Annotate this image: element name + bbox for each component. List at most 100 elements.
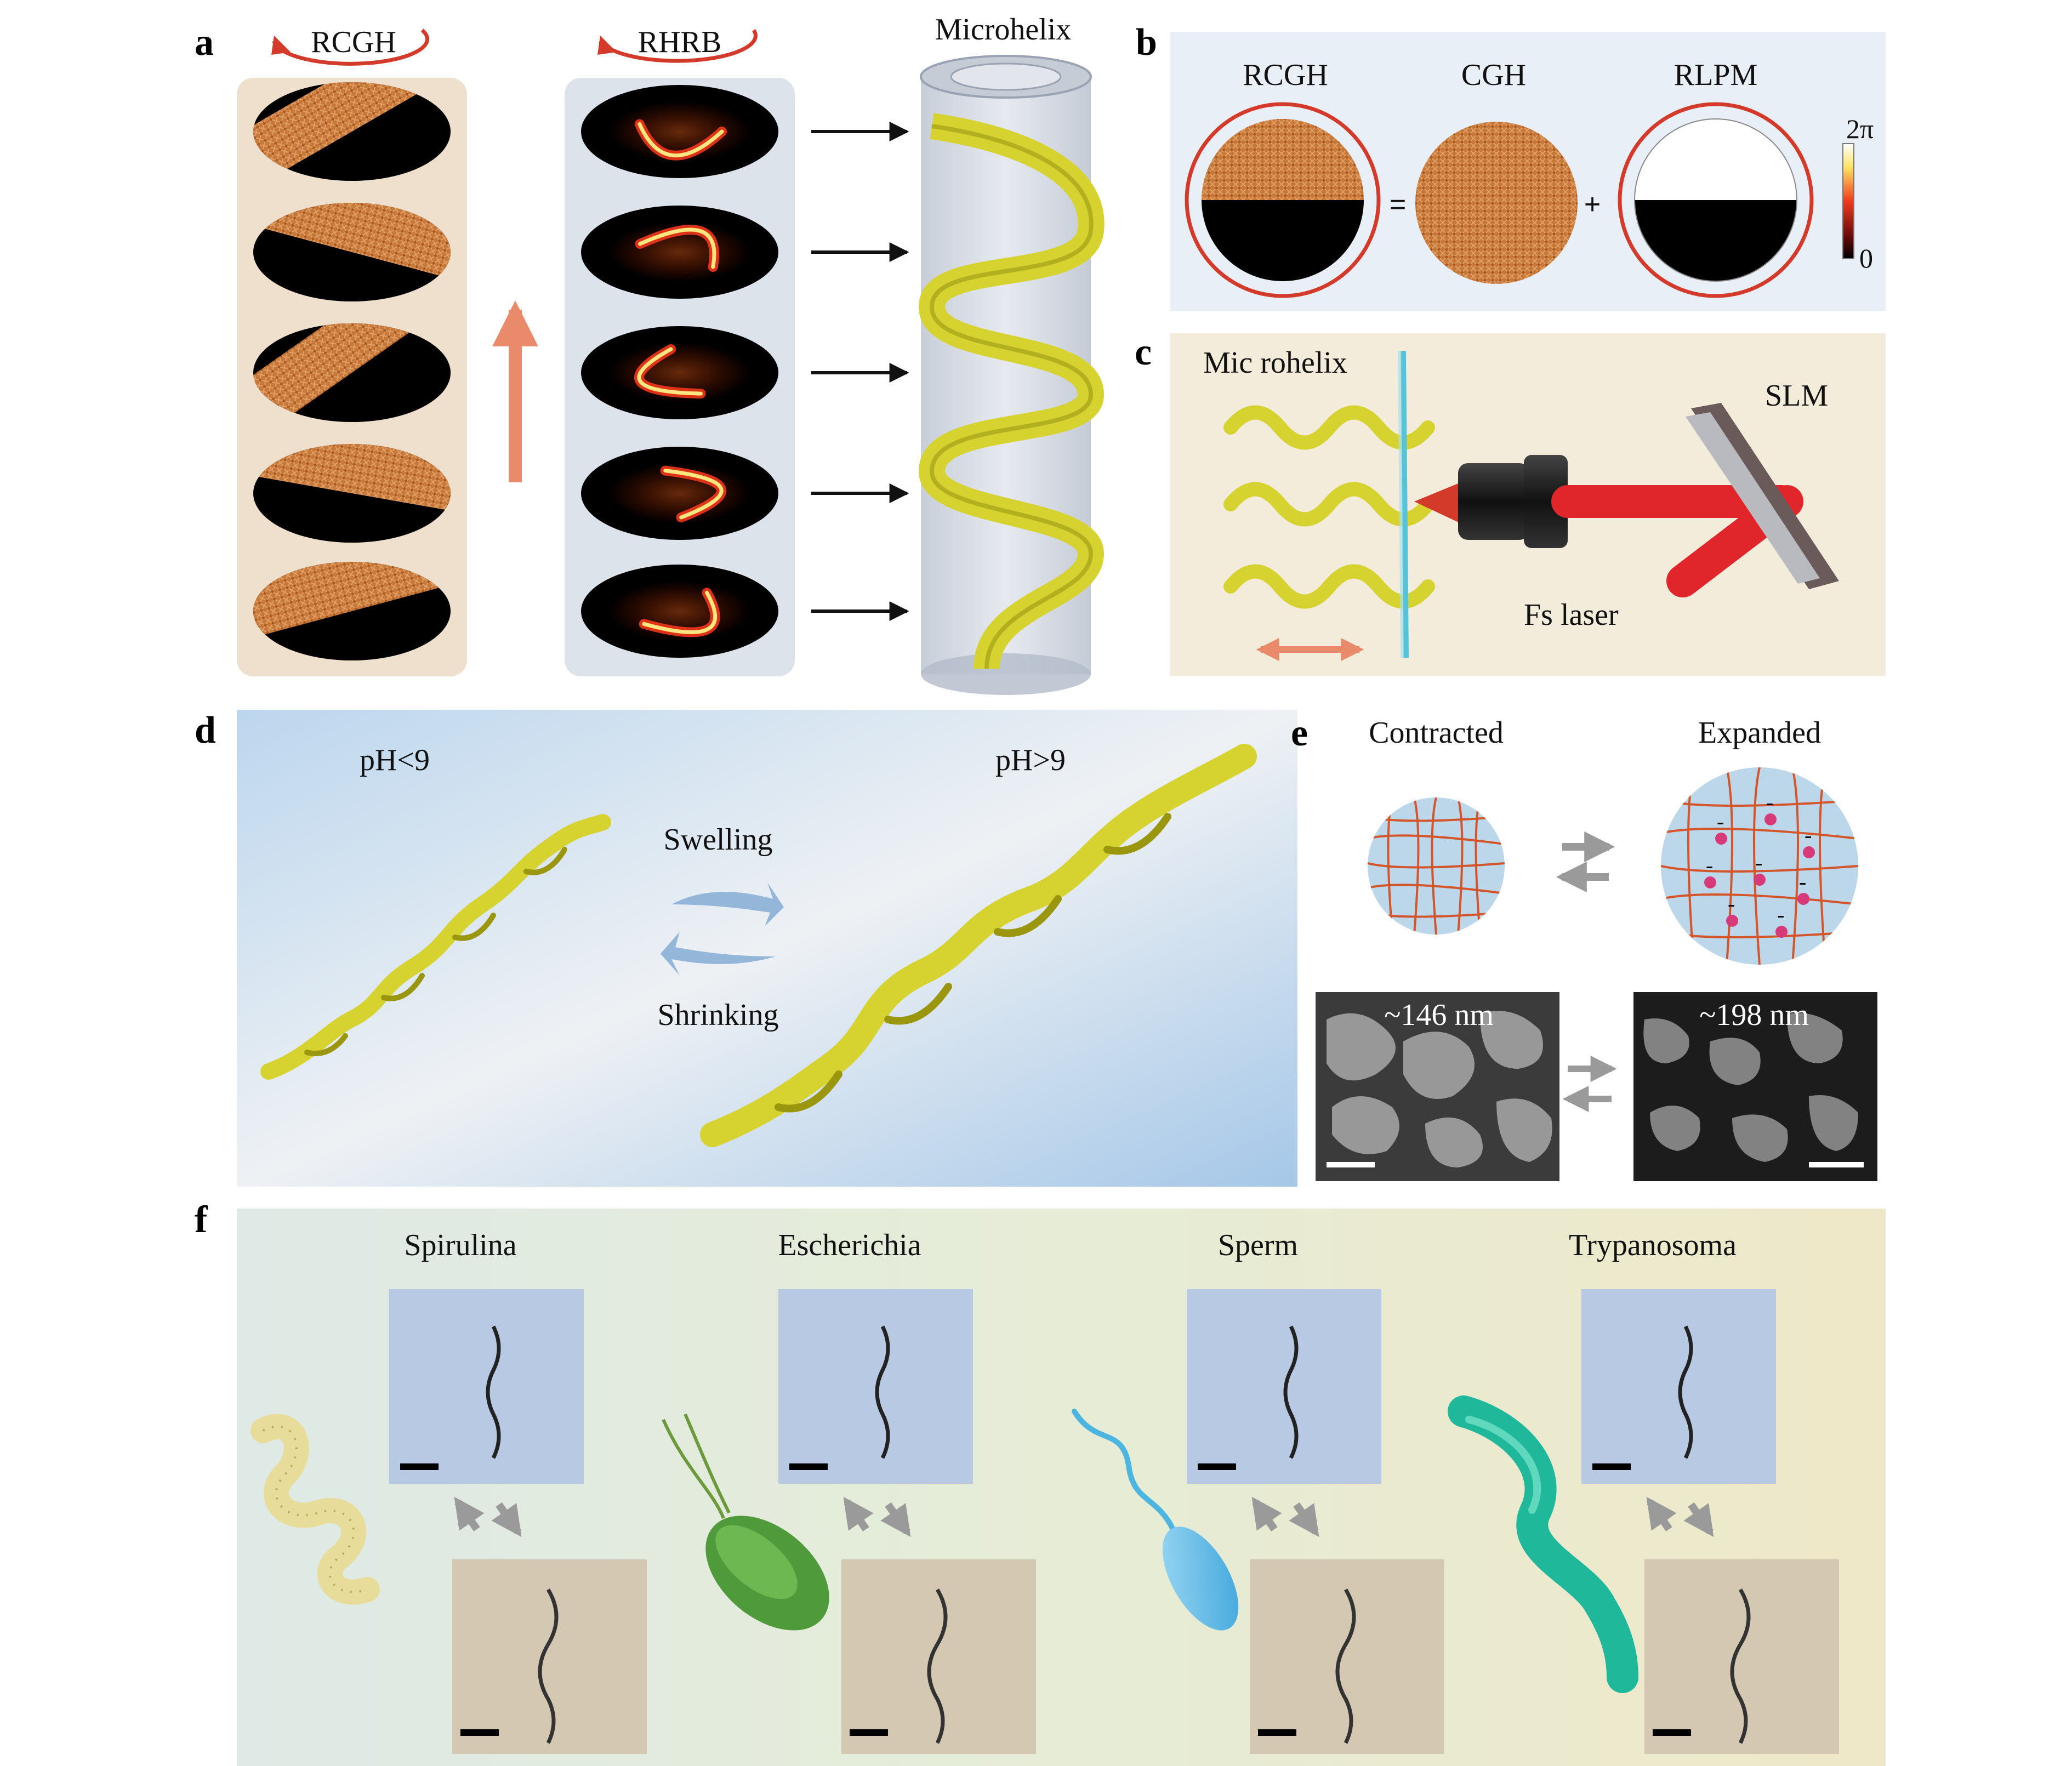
rcgh-label: RCGH: [1243, 58, 1328, 92]
ion-charge-sign: -: [1799, 869, 1806, 894]
rhrb-beam-4: [581, 447, 778, 540]
cgh-hologram-circle: [1415, 122, 1578, 284]
microhelix-label: Mic rohelix: [1203, 346, 1347, 380]
organism-name: Escherichia: [778, 1228, 921, 1262]
swelling-arrow-icon: [671, 882, 784, 926]
panel-e: e Contracted Expanded --------: [1291, 712, 1877, 1181]
rhrb-beams: [581, 85, 778, 658]
arrow-icon: [1683, 1502, 1714, 1537]
ion-2: [1764, 813, 1777, 825]
ion-charge-sign: -: [1706, 853, 1713, 878]
scale-bar-icon: [400, 1463, 439, 1470]
contracted-label: Contracted: [1369, 716, 1504, 750]
panel-a: a RCGH RHRB Microhelix: [195, 13, 1105, 695]
micrograph-after: [1250, 1559, 1444, 1754]
scale-bar-icon: [1592, 1463, 1631, 1470]
rhrb-beam-2: [581, 206, 778, 299]
organism-trypanosoma: Trypanosoma: [1569, 1228, 1839, 1754]
arrow-icon: [491, 1502, 522, 1537]
expanded-label: Expanded: [1698, 716, 1821, 750]
microhelix-title: Microhelix: [935, 13, 1072, 47]
phase-colorbar: [1842, 143, 1854, 259]
scale-bar-icon: [1327, 1162, 1375, 1167]
sem-expanded: [1633, 992, 1877, 1181]
ion-3: [1803, 846, 1815, 858]
glass-substrate: [1401, 350, 1409, 658]
rcgh-hologram-5: [253, 562, 451, 660]
ion-charge-sign: -: [1766, 790, 1773, 814]
spirulina-illustration: [251, 1414, 380, 1605]
helix-2: [1223, 482, 1435, 527]
scale-bar-icon: [1653, 1729, 1691, 1736]
micrograph-after: [1644, 1559, 1839, 1754]
ion-8: [1775, 926, 1788, 938]
expanded-network-diagram: --------: [1661, 767, 1858, 965]
ion-1: [1715, 833, 1727, 845]
beam-to-helix-arrows: [811, 122, 909, 621]
contracted-network-diagram: [1368, 797, 1505, 935]
panel-d-label: d: [195, 709, 216, 751]
scale-bar-icon: [1198, 1463, 1236, 1470]
rlpm-phase-mask-circle: [1618, 102, 1814, 298]
rhrb-rotation-arrow-icon: [599, 29, 758, 63]
sperm-illustration: [1072, 1409, 1239, 1631]
pore-size-expanded: ~198 nm: [1699, 998, 1809, 1032]
organism-name: Trypanosoma: [1569, 1228, 1737, 1262]
ion-4: [1704, 876, 1716, 888]
sem-contracted: [1316, 992, 1559, 1181]
panel-c: c Mic rohelix SLM Fs laser: [1135, 331, 1886, 676]
cgh-label: CGH: [1461, 58, 1526, 92]
charged-ions: --------: [1704, 790, 1815, 938]
expanded-microhelix: [700, 744, 1257, 1147]
panel-e-label: e: [1291, 712, 1308, 754]
arrow-icon: [1289, 1502, 1319, 1537]
scale-bar-icon: [1809, 1162, 1864, 1167]
helix-1: [1223, 405, 1435, 450]
slm-label: SLM: [1765, 379, 1828, 413]
micrograph-after: [841, 1559, 1036, 1754]
shrinking-arrow-icon: [661, 932, 776, 976]
ion-7: [1726, 915, 1738, 927]
rcgh-title: RCGH: [311, 25, 396, 59]
fs-laser-label: Fs laser: [1524, 598, 1619, 632]
micrograph-after: [452, 1559, 647, 1754]
arrow-icon: [1646, 1496, 1677, 1532]
ion-charge-sign: -: [1777, 902, 1784, 927]
rcgh-rotation-arrowhead-icon: [271, 36, 291, 55]
ph-low-label: pH<9: [360, 743, 430, 777]
rcgh-hologram-4: [253, 444, 451, 543]
panel-d: d pH<9 pH>9 Swelling Shrinking: [195, 709, 1297, 1187]
swelling-label: Swelling: [663, 823, 772, 857]
rhrb-title: RHRB: [638, 25, 722, 59]
rhrb-beam-1: [581, 85, 778, 178]
ion-6: [1797, 893, 1809, 905]
ion-5: [1754, 874, 1766, 886]
plus-sign: +: [1584, 189, 1601, 220]
microhelix-cylinder: [919, 55, 1105, 695]
panel-b-label: b: [1136, 21, 1157, 64]
rcgh-hologram-1: [253, 82, 451, 181]
ion-charge-sign: -: [1805, 823, 1812, 847]
objective-lens: [1414, 455, 1568, 548]
shrinking-label: Shrinking: [658, 998, 779, 1032]
panel-b: b RCGH CGH RLPM = +: [1136, 21, 1886, 311]
ion-charge-sign: -: [1717, 809, 1724, 834]
equals-sign: =: [1390, 189, 1406, 220]
organism-name: Sperm: [1218, 1228, 1298, 1262]
organism-sperm: Sperm: [1187, 1228, 1444, 1754]
spatial-light-modulator: [1686, 403, 1839, 589]
contracted-microhelix: [260, 814, 611, 1080]
rcgh-hologram-3: [253, 323, 451, 422]
panel-a-label: a: [195, 21, 214, 64]
ph-high-label: pH>9: [995, 743, 1066, 777]
pore-size-contracted: ~146 nm: [1384, 998, 1494, 1032]
ion-charge-sign: -: [1755, 850, 1762, 875]
ion-charge-sign: -: [1728, 891, 1735, 916]
arrow-icon: [880, 1502, 911, 1537]
colorbar-min-label: 0: [1859, 243, 1873, 274]
helix-3: [1223, 564, 1435, 609]
scale-bar-icon: [789, 1463, 828, 1470]
rhrb-rotation-arrowhead-icon: [597, 36, 617, 55]
